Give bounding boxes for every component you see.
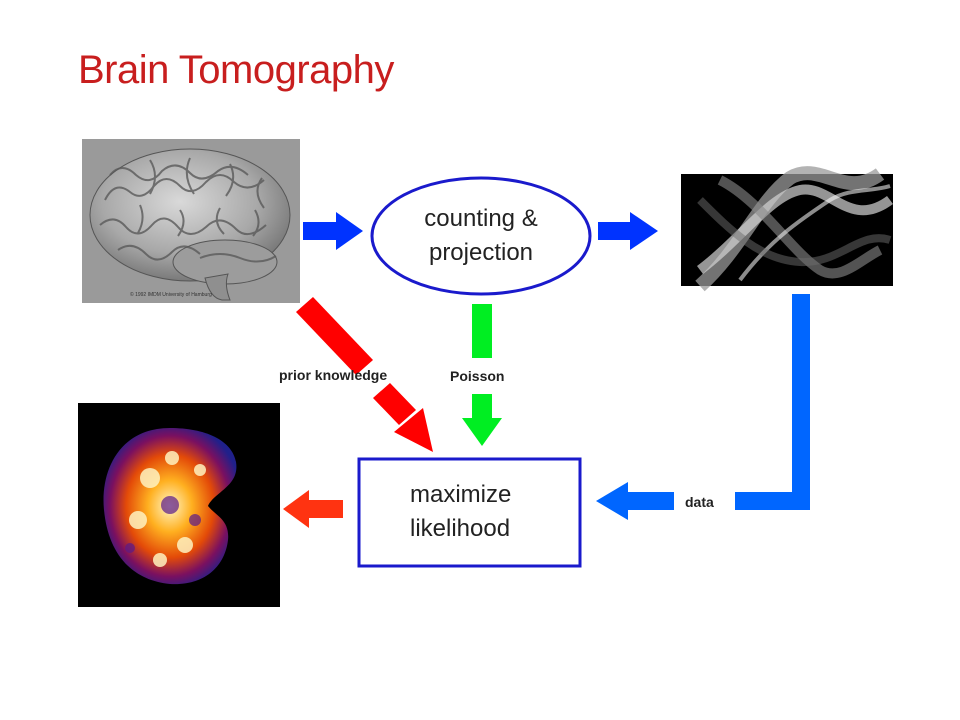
likelihood-node-label: maximize likelihood [380,478,560,546]
projection-label-line2: projection [428,239,534,266]
projection-node-label: counting & projection [381,202,581,270]
data-label: data [685,494,714,510]
likelihood-node [357,457,582,568]
brain-render-image: © 1992 IMDM University of Hamburg [82,139,300,303]
pet-reconstruction-image [78,403,280,607]
arrow-projection-to-sinogram [598,212,658,250]
slide-title: Brain Tomography [78,48,394,92]
arrow-brain-to-projection [303,212,363,250]
arrow-likelihood-to-reconstruction [283,490,343,528]
likelihood-label-line2: likelihood [410,515,511,542]
sinogram-image [681,166,893,292]
prior-knowledge-label: prior knowledge [279,367,388,383]
projection-node [370,176,592,296]
arrow-prior-knowledge [296,297,433,452]
brain-image-caption: © 1992 IMDM University of Hamburg [130,291,212,298]
projection-label-line1: counting & [424,205,538,232]
arrow-poisson [462,304,502,446]
poisson-label: Poisson [450,368,505,384]
likelihood-label-line1: maximize [410,481,512,508]
arrow-data [596,294,810,520]
